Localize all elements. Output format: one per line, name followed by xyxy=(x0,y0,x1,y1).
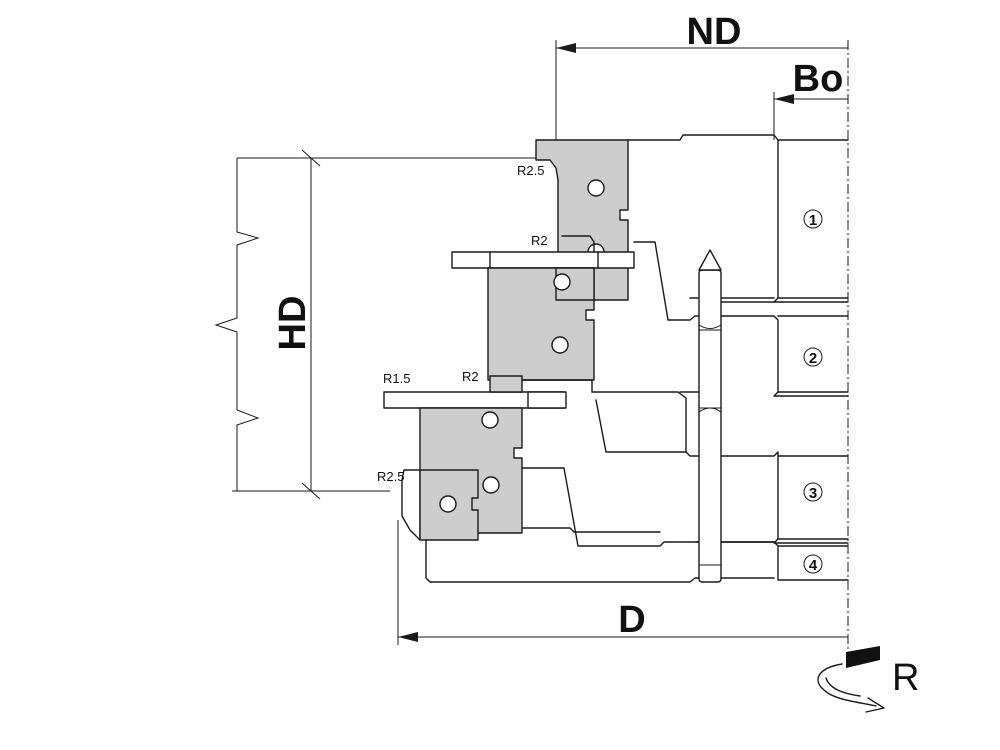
d-dimension: D xyxy=(397,520,848,645)
insert-second xyxy=(487,267,595,381)
hd-label: HD xyxy=(272,296,314,351)
svg-text:2: 2 xyxy=(809,350,817,367)
svg-text:4: 4 xyxy=(809,557,818,574)
tool-body xyxy=(425,134,849,583)
hd-dimension: HD xyxy=(214,149,550,500)
nd-dimension: ND xyxy=(555,11,848,148)
position-marker-1: 1 xyxy=(803,209,823,229)
radius-left-label: R1.5 xyxy=(383,371,410,386)
clamp-bar-1 xyxy=(451,235,635,269)
bo-dimension: Bo xyxy=(773,58,848,140)
clamp-bar-2 xyxy=(383,375,593,409)
nd-label: ND xyxy=(687,11,742,53)
insert-bottom xyxy=(401,469,500,541)
rotation-arrow-icon xyxy=(817,646,885,713)
rotation-label: R xyxy=(892,657,919,699)
bo-label: Bo xyxy=(793,58,844,100)
svg-text:3: 3 xyxy=(809,485,817,502)
break-line xyxy=(214,158,260,491)
position-marker-3: 3 xyxy=(803,482,823,502)
radius-second-label: R2 xyxy=(531,233,548,248)
position-marker-2: 2 xyxy=(803,347,823,367)
svg-text:1: 1 xyxy=(809,212,817,229)
radius-third-label: R2 xyxy=(462,369,479,384)
position-marker-4: 4 xyxy=(803,554,823,574)
pin-rod xyxy=(698,249,722,583)
d-label: D xyxy=(618,599,645,641)
radius-top-label: R2.5 xyxy=(517,163,544,178)
radius-bottom-label: R2.5 xyxy=(377,469,404,484)
